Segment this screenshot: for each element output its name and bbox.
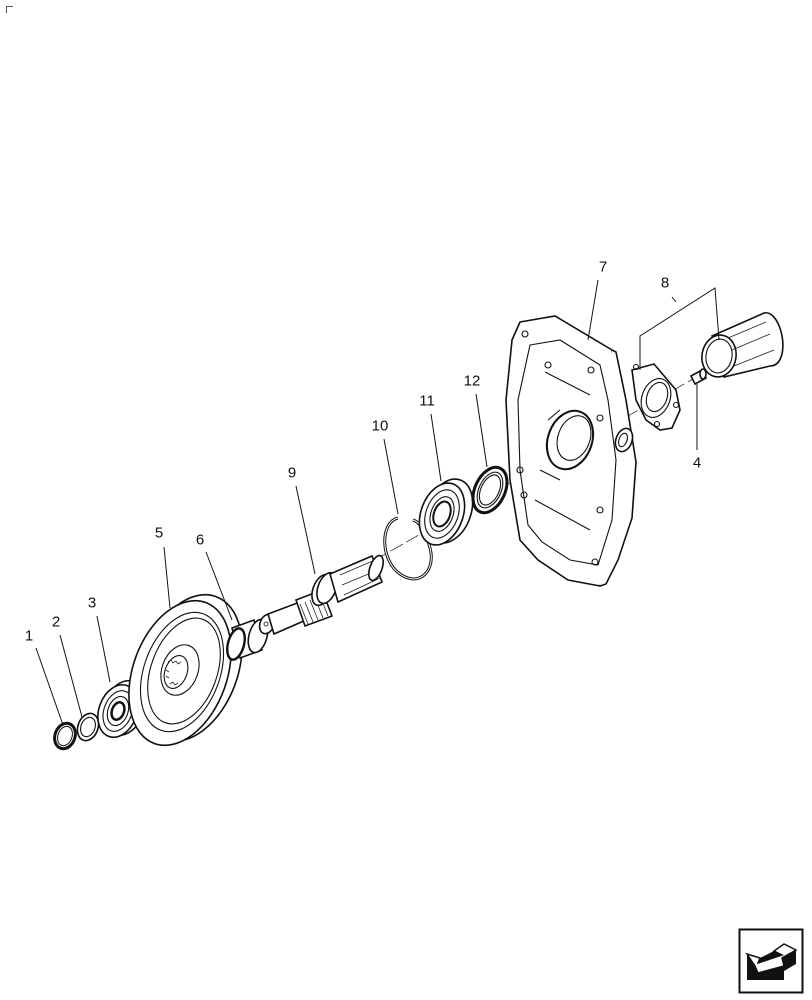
leader-lines	[35, 279, 720, 726]
corner-crop-mark	[6, 6, 13, 13]
part-9-splined-shaft	[258, 554, 384, 636]
part-11-ball-bearing	[418, 478, 474, 546]
callout-6: 6	[195, 531, 205, 549]
part-2-washer	[76, 712, 100, 742]
part-1-snap-ring	[53, 721, 77, 751]
part-4-screw	[689, 368, 708, 386]
callout-10: 10	[371, 417, 389, 435]
callout-12: 12	[463, 372, 481, 390]
part-8-cover-plate	[631, 363, 681, 431]
callout-7: 7	[598, 258, 608, 276]
part-5-pulley	[128, 593, 243, 747]
callout-2: 2	[51, 613, 61, 631]
part-12-oil-seal	[471, 465, 509, 515]
callout-5: 5	[154, 524, 164, 542]
callout-1: 1	[24, 627, 34, 645]
part-7-housing	[505, 315, 637, 587]
callout-4: 4	[692, 454, 702, 472]
callout-9: 9	[287, 464, 297, 482]
part-8-sleeve	[701, 312, 784, 378]
callout-3: 3	[87, 594, 97, 612]
arrow-return-icon[interactable]	[738, 928, 804, 994]
callout-8: 8	[660, 274, 670, 292]
callout-11: 11	[419, 392, 435, 410]
